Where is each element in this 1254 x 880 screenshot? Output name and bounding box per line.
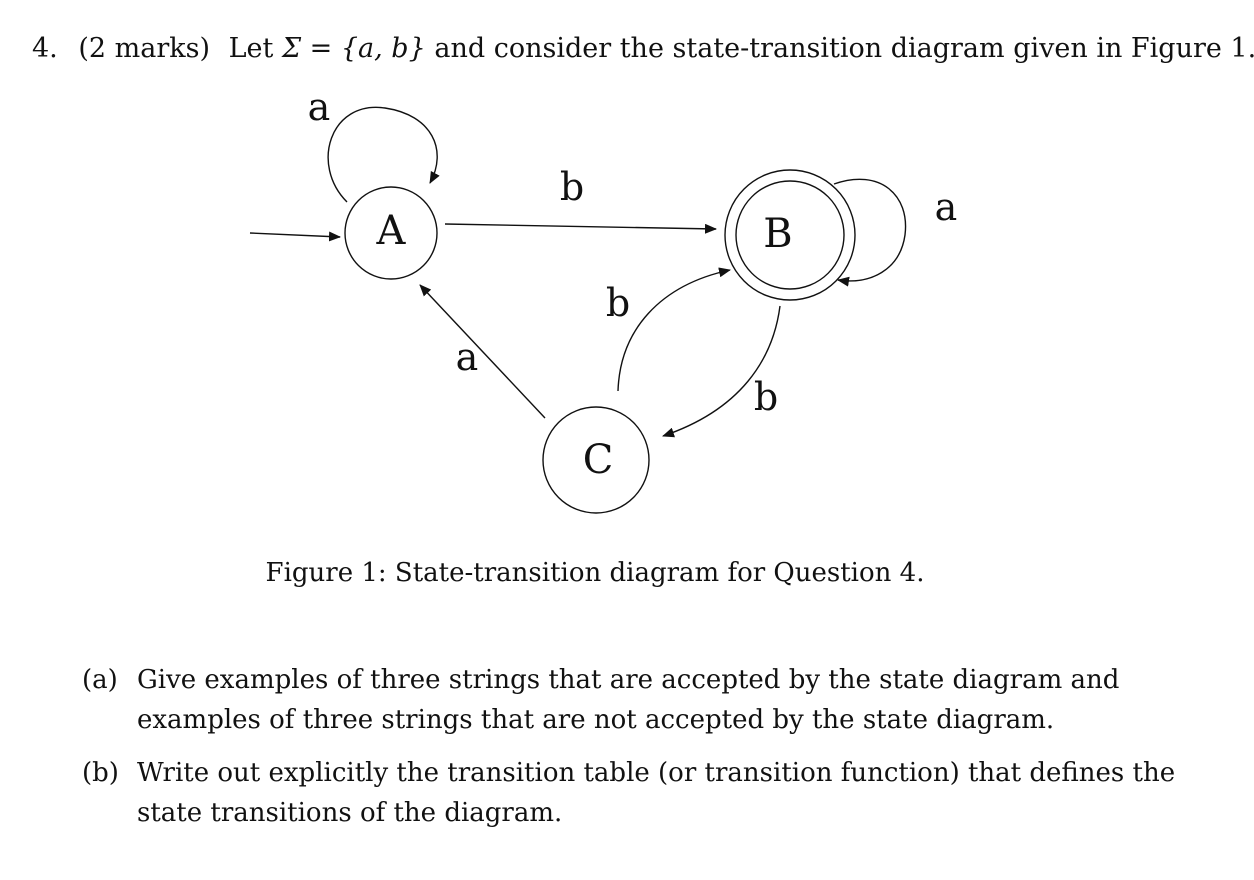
part-a-tag: (a) <box>82 665 118 695</box>
part-a-text: Give examples of three strings that are … <box>137 665 1120 735</box>
start-arrow <box>249 231 341 242</box>
transition-a-a-label: a <box>308 85 331 129</box>
transition-b-c <box>662 305 781 438</box>
question-text-after: and consider the state-transition diagra… <box>434 33 1254 64</box>
figure-caption: Figure 1: State-transition diagram for Q… <box>265 558 925 588</box>
transition-a-b <box>444 223 717 234</box>
question-number: 4. <box>32 33 58 64</box>
part-b: (b) Write out explicitly the transition … <box>82 753 1222 833</box>
transition-a-b-label: b <box>560 165 584 209</box>
state-a-circle <box>344 186 438 280</box>
transition-c-a-label: a <box>456 335 479 379</box>
part-b-text: Write out explicitly the transition tabl… <box>137 758 1176 828</box>
state-c-label: C <box>583 437 614 483</box>
transition-c-b <box>617 267 731 392</box>
state-b-inner-circle <box>735 180 845 290</box>
question-text-before: Let <box>228 33 274 64</box>
alphabet-definition: Σ = {a, b} <box>281 33 426 64</box>
part-a: (a) Give examples of three strings that … <box>82 660 1222 740</box>
transition-a-a <box>327 106 440 203</box>
transition-c-a <box>419 284 546 419</box>
transition-c-b-label: b <box>606 281 630 325</box>
transition-b-c-label: b <box>754 375 778 419</box>
state-a-label: A <box>376 208 407 254</box>
question-parts: (a) Give examples of three strings that … <box>82 660 1222 846</box>
transition-b-b-label: a <box>935 185 958 229</box>
part-b-tag: (b) <box>82 758 119 788</box>
question-marks: (2 marks) <box>78 33 211 64</box>
transition-b-b <box>833 178 907 287</box>
question-text: 4. (2 marks) Let Σ = {a, b} and consider… <box>32 30 1254 68</box>
state-b-label: B <box>763 211 792 257</box>
state-c-circle <box>542 406 650 514</box>
state-transition-diagram: A B C a b a b b a <box>249 85 958 514</box>
